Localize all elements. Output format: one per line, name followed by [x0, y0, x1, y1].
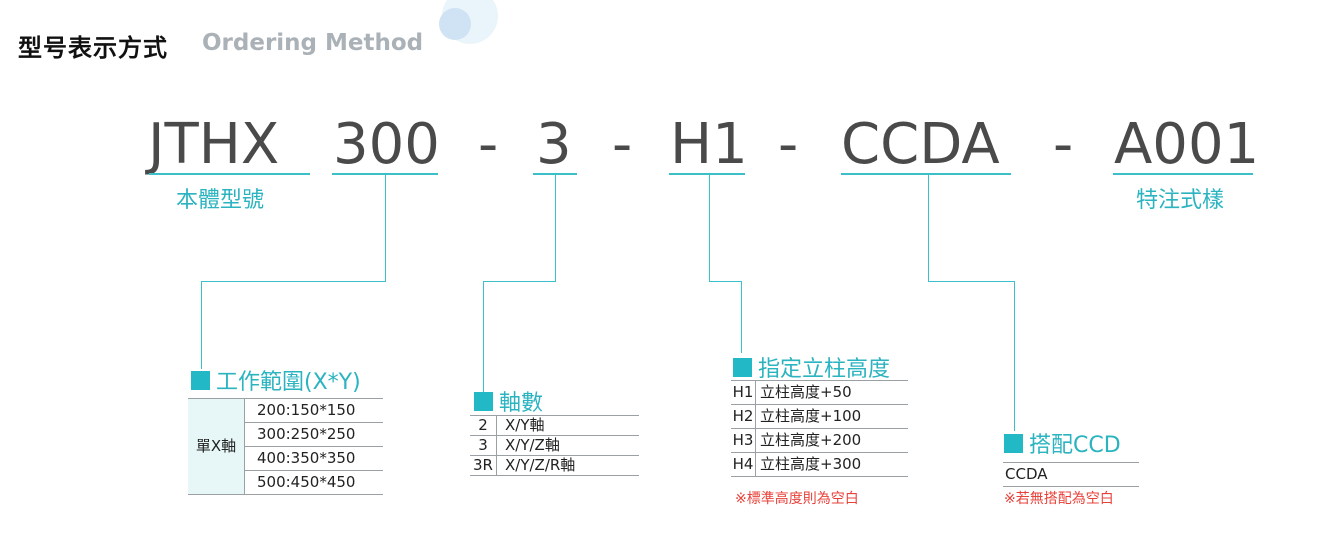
connector-axis-drop — [483, 281, 484, 393]
underline-custom — [1113, 173, 1253, 175]
range-value: 500:450*450 — [244, 470, 383, 495]
ccd-block-title: 搭配CCD — [1004, 427, 1121, 459]
ccd-table: CCDA — [1003, 462, 1139, 487]
square-bullet-icon — [474, 391, 493, 411]
table-row: H3 立柱高度+200 — [731, 428, 908, 453]
underline-body — [149, 173, 310, 175]
square-bullet-icon — [191, 370, 210, 390]
axis-desc: X/Y/Z軸 — [496, 435, 639, 456]
code-dash: - — [478, 112, 499, 177]
height-title-text: 指定立柱高度 — [758, 357, 891, 382]
height-code: H1 — [731, 380, 756, 405]
connector-range-drop — [201, 281, 202, 369]
axis-desc: X/Y/Z/R軸 — [496, 455, 639, 476]
height-code: H3 — [731, 428, 756, 453]
axis-code: 2 — [470, 415, 497, 436]
height-desc: 立柱高度+300 — [755, 452, 908, 477]
code-dash: - — [778, 112, 799, 177]
table-row: 2 X/Y軸 — [470, 415, 639, 436]
table-row: 500:450*450 — [188, 470, 383, 495]
page-title: 型号表示方式 — [18, 34, 168, 62]
height-code: H2 — [731, 404, 756, 429]
height-table: H1 立柱高度+50 H2 立柱高度+100 H3 立柱高度+200 H4 立柱… — [731, 380, 908, 477]
page-subtitle: Ordering Method — [202, 30, 424, 56]
range-value: 200:150*150 — [244, 398, 383, 423]
height-desc: 立柱高度+100 — [755, 404, 908, 429]
table-row: H4 立柱高度+300 — [731, 452, 908, 477]
height-note: ※標準高度則為空白 — [735, 491, 859, 507]
code-dash: - — [1053, 112, 1074, 177]
square-bullet-icon — [1004, 433, 1023, 453]
table-row: H2 立柱高度+100 — [731, 404, 908, 429]
table-row: 3R X/Y/Z/R軸 — [470, 455, 639, 476]
decorative-bubble-icon — [439, 0, 498, 44]
axis-title-text: 軸數 — [499, 391, 544, 416]
table-row: 3 X/Y/Z軸 — [470, 435, 639, 456]
code-dash: - — [612, 112, 633, 177]
range-group-label: 單X軸 — [188, 398, 245, 495]
code-custom: A001 — [1114, 112, 1260, 177]
connector-height — [709, 173, 742, 282]
height-block-title: 指定立柱高度 — [733, 351, 890, 383]
connector-ccd-drop — [1014, 281, 1015, 431]
code-range: 300 — [333, 112, 440, 177]
range-table: 單X軸 200:150*150 300:250*250 400:350*350 … — [188, 398, 383, 495]
connector-ccd — [928, 173, 1015, 282]
square-bullet-icon — [733, 357, 752, 377]
connector-axis — [483, 173, 556, 282]
code-ccd: CCDA — [841, 112, 1000, 177]
axis-desc: X/Y軸 — [496, 415, 639, 436]
underline-height — [669, 173, 745, 175]
axis-code: 3R — [470, 455, 497, 476]
connector-range — [201, 173, 386, 282]
axis-block-title: 軸數 — [474, 385, 543, 417]
code-axis: 3 — [536, 112, 572, 177]
underline-ccd — [841, 173, 1011, 175]
ccd-desc: CCDA — [1003, 462, 1139, 487]
table-row: CCDA — [1003, 462, 1139, 487]
height-desc: 立柱高度+200 — [755, 428, 908, 453]
axis-code: 3 — [470, 435, 497, 456]
connector-height-drop — [741, 281, 742, 353]
table-row: 單X軸 200:150*150 — [188, 398, 383, 495]
range-title-text: 工作範圍(X*Y) — [216, 370, 361, 395]
label-body-type: 本體型號 — [176, 188, 265, 213]
axis-table: 2 X/Y軸 3 X/Y/Z軸 3R X/Y/Z/R軸 — [470, 415, 639, 476]
ccd-note: ※若無搭配為空白 — [1004, 491, 1114, 507]
height-code: H4 — [731, 452, 756, 477]
table-row: 300:250*250 — [188, 422, 383, 447]
code-body: JTHX — [148, 112, 280, 177]
height-desc: 立柱高度+50 — [755, 380, 908, 405]
range-value: 400:350*350 — [244, 446, 383, 471]
table-row: 400:350*350 — [188, 446, 383, 471]
range-value: 300:250*250 — [244, 422, 383, 447]
table-row: H1 立柱高度+50 — [731, 380, 908, 405]
label-custom-spec: 特注式樣 — [1136, 188, 1225, 213]
code-height: H1 — [670, 112, 748, 177]
range-block-title: 工作範圍(X*Y) — [191, 364, 361, 396]
ccd-title-text: 搭配CCD — [1029, 433, 1121, 458]
